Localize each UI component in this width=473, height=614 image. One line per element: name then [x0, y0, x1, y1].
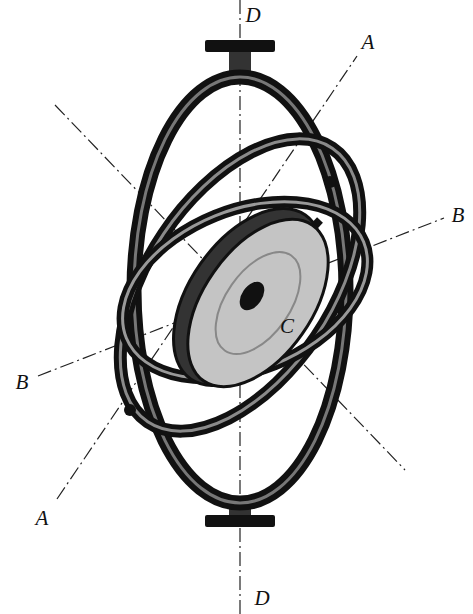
- axis-label: B: [452, 205, 465, 226]
- axis-label: C: [280, 316, 294, 337]
- pivot-cap: [205, 515, 275, 527]
- pivot-cap: [205, 40, 275, 52]
- axis-label: D: [254, 588, 269, 609]
- axis-label: A: [36, 508, 49, 529]
- axis-label: D: [245, 5, 260, 26]
- rotor-hub: [235, 277, 270, 315]
- axis-label: A: [362, 32, 375, 53]
- rotor-groove: [199, 237, 318, 369]
- axis-label: B: [16, 372, 29, 393]
- bearing: [124, 404, 136, 416]
- inner-gimbal-highlight: [96, 168, 393, 412]
- rotor-face: [159, 194, 356, 412]
- middle-gimbal-highlight: [71, 97, 408, 473]
- middle-gimbal: [71, 97, 408, 473]
- inner-gimbal: [96, 168, 393, 412]
- axis-lines: [38, 0, 444, 614]
- bearing: [324, 176, 336, 188]
